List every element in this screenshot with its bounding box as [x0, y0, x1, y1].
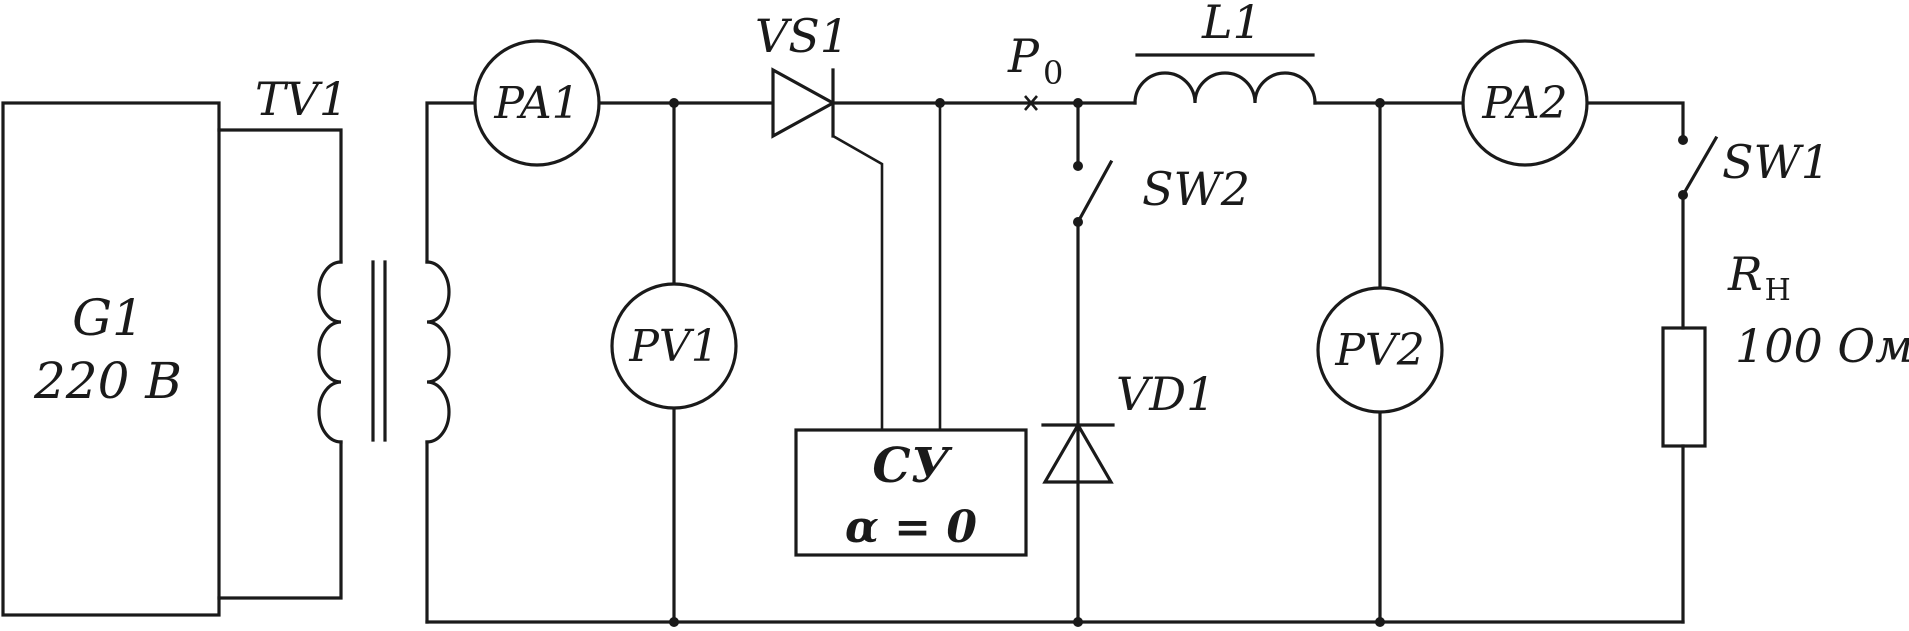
secondary-winding [425, 260, 451, 444]
transformer-tv1: TV1 [255, 72, 451, 444]
ammeter-pa1: PA1 [473, 39, 601, 167]
load-label: RН [1727, 247, 1791, 308]
inductor-l1: L1 [1133, 0, 1317, 105]
junction-dot [1375, 98, 1385, 108]
sw2-label: SW2 [1142, 162, 1250, 216]
junction-dot [669, 617, 679, 627]
resistor-body [1661, 326, 1707, 448]
load-resistor: RН 100 Ом [1661, 247, 1909, 448]
ammeter-pa1-label: PA1 [493, 78, 579, 129]
ammeter-pa2-circle [1461, 39, 1589, 167]
generator-g1: G1 220 В [1, 101, 221, 617]
voltmeter-pv1-circle [610, 282, 738, 410]
sw1-contact-dot [1678, 190, 1688, 200]
voltmeter-pv1-label: PV1 [628, 321, 718, 372]
transformer-label: TV1 [255, 72, 348, 126]
primary-winding [317, 260, 343, 444]
inductor-label: L1 [1201, 0, 1262, 49]
generator-name: G1 [72, 289, 144, 347]
sw1-contact-dot [1678, 135, 1688, 145]
thyristor-label: VS1 [755, 9, 849, 63]
primary-top-lead [217, 128, 343, 264]
sw2-contact-dot [1073, 161, 1083, 171]
control-unit-box [794, 428, 1028, 557]
sw2-contact-dot [1073, 217, 1083, 227]
control-unit-angle: α = 0 [845, 502, 977, 553]
diode-body [1042, 421, 1114, 484]
ammeter-pa2: PA2 [1461, 39, 1589, 167]
voltmeter-pv1: PV1 [610, 282, 738, 410]
secondary-top-lead [425, 101, 477, 264]
test-point-marker [1024, 95, 1038, 111]
control-unit: СУ α = 0 [794, 428, 1028, 557]
sw1-label: SW1 [1722, 135, 1830, 189]
sw2-blade [1075, 159, 1114, 225]
generator-box [1, 101, 221, 617]
inductor-coil [1133, 71, 1317, 105]
voltmeter-pv2-label: PV2 [1334, 325, 1424, 376]
junction-dot [935, 98, 945, 108]
switch-sw2: SW2 [1075, 159, 1250, 225]
junction-dots [669, 98, 1688, 627]
generator-voltage: 220 В [33, 352, 182, 410]
diode-label: VD1 [1116, 367, 1215, 421]
thyristor-vs1: VS1 [755, 9, 884, 430]
ammeter-pa1-circle [473, 39, 601, 167]
thyristor-body [771, 67, 837, 139]
thyristor-gate-lead [832, 134, 884, 430]
ammeter-pa2-label: PA2 [1481, 78, 1567, 129]
diode-vd1: VD1 [1041, 367, 1215, 484]
voltmeter-pv2: PV2 [1316, 286, 1444, 414]
primary-bottom-lead [217, 440, 343, 600]
load-value: 100 Ом [1735, 319, 1909, 373]
control-unit-name: СУ [872, 438, 952, 494]
junction-dot [1375, 617, 1385, 627]
sw1-blade [1680, 135, 1719, 198]
top-rail-pa2-to-sw1 [1585, 101, 1685, 142]
junction-dot [1073, 98, 1083, 108]
switch-sw1: SW1 [1680, 135, 1830, 198]
junction-dot [669, 98, 679, 108]
junction-dot [1073, 617, 1083, 627]
voltmeter-pv2-circle [1316, 286, 1444, 414]
